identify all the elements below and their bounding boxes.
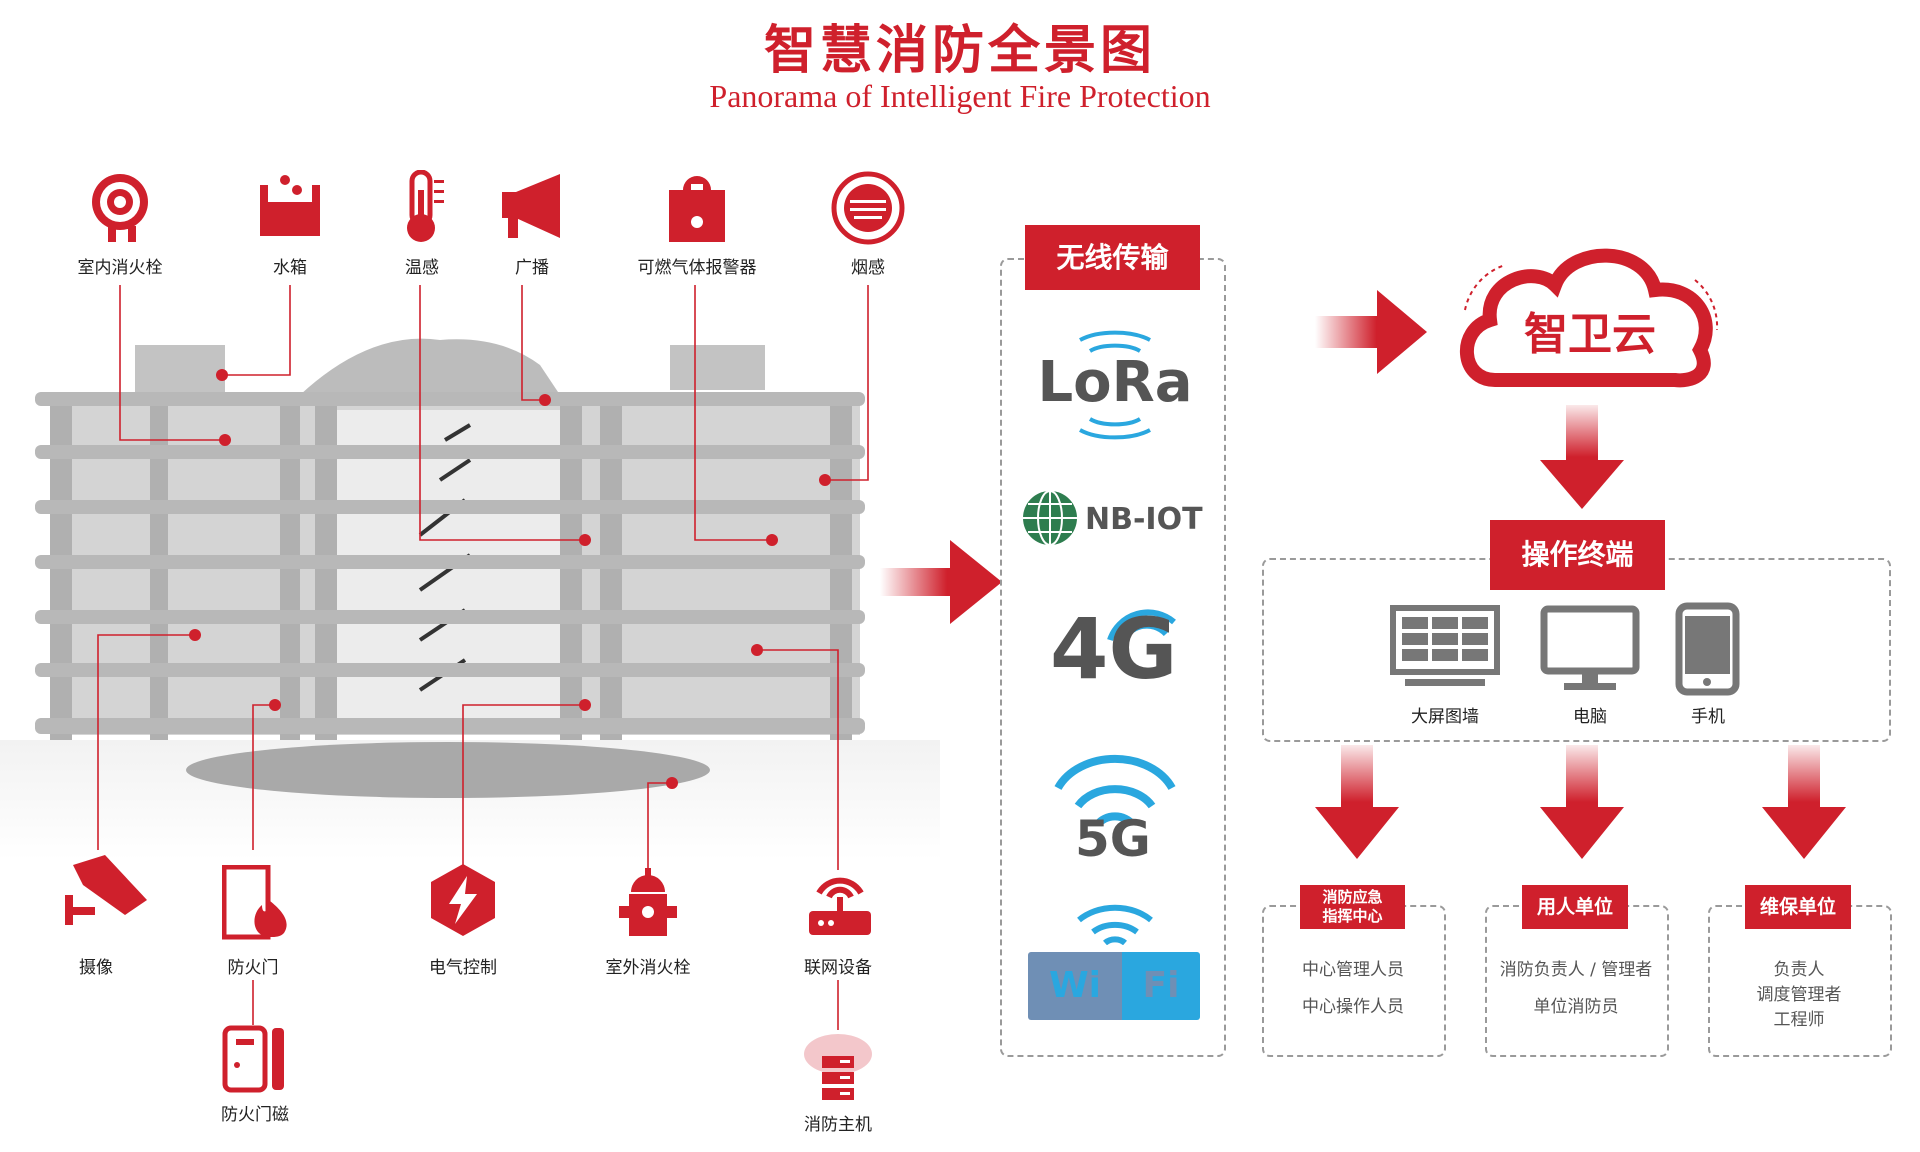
roof-dome — [300, 338, 560, 395]
smoke-detector-icon — [831, 171, 905, 245]
gas-detector-icon — [669, 176, 725, 242]
roof-box-right — [670, 345, 765, 390]
unit-role: 负责人 — [1773, 960, 1825, 980]
wifi-badge-left: Wi — [1028, 952, 1122, 1020]
floor-slabs — [35, 392, 865, 734]
device-label-camera: 摄像 — [79, 958, 113, 978]
wireless-title: 无线传输 — [1025, 225, 1200, 290]
lora-label: LoRa — [1037, 350, 1193, 415]
terminal-label-phone: 手机 — [1691, 707, 1725, 727]
unit-role: 工程师 — [1773, 1010, 1825, 1030]
lightning-icon — [431, 864, 495, 936]
door-magnet-icon — [222, 1025, 284, 1093]
camera-icon — [65, 855, 147, 925]
unit-title-maintenance: 维保单位 — [1745, 885, 1851, 929]
arrow-down-icon — [1540, 745, 1624, 859]
device-label-network: 联网设备 — [804, 958, 872, 978]
roof-tank — [135, 345, 225, 395]
unit-role: 中心操作人员 — [1302, 997, 1404, 1017]
arrow-down-icon — [1315, 745, 1399, 859]
device-label-water-tank: 水箱 — [273, 258, 307, 278]
thermometer-icon — [407, 170, 444, 242]
leader-dots — [189, 369, 831, 789]
device-label-outdoor-hydrant: 室外消火栓 — [605, 958, 691, 978]
hose-reel-icon — [92, 174, 148, 242]
5g-label: 5G — [1075, 810, 1151, 868]
arrow-right-icon — [880, 540, 1002, 624]
wifi-badge-right: Fi — [1122, 952, 1200, 1020]
cloud-icon — [1459, 248, 1719, 388]
device-label-fire-door: 防火门 — [227, 958, 279, 978]
unit-role: 单位消防员 — [1533, 997, 1619, 1017]
water-tank-icon — [260, 175, 320, 236]
device-label-indoor-hydrant: 室内消火栓 — [77, 258, 163, 278]
device-label-door-magnet: 防火门磁 — [221, 1105, 289, 1125]
unit-title-command-center: 消防应急 指挥中心 — [1300, 885, 1405, 929]
arrow-to-cloud-icon — [1315, 290, 1427, 374]
unit-role: 消防负责人 / 管理者 — [1499, 960, 1653, 980]
page-subtitle: Panorama of Intelligent Fire Protection — [709, 78, 1211, 114]
device-label-gas-detector: 可燃气体报警器 — [637, 258, 757, 278]
leader-lines — [97, 285, 869, 1030]
arrow-down-icon — [1540, 405, 1624, 509]
unit-title-employer: 用人单位 — [1522, 885, 1628, 929]
wifi-icon — [1077, 904, 1153, 945]
nbiot-label: NB-IOT — [1085, 502, 1203, 537]
arrow-down-icon — [1762, 745, 1846, 859]
page-title: 智慧消防全景图 — [763, 20, 1156, 81]
wifi-badge: Wi Fi — [1028, 952, 1200, 1020]
computer-icon — [1540, 605, 1640, 690]
terminal-label-pc: 电脑 — [1573, 707, 1607, 727]
fire-host-icon — [804, 1034, 872, 1100]
device-label-temp-sensor: 温感 — [405, 258, 439, 278]
fire-door-icon — [222, 865, 287, 940]
signal-4g-icon — [1107, 609, 1176, 646]
building-diagram — [0, 285, 940, 1030]
unit-role: 调度管理者 — [1756, 985, 1842, 1005]
device-label-electrical: 电气控制 — [429, 958, 497, 978]
unit-role: 中心管理人员 — [1302, 960, 1404, 980]
outdoor-hydrant-icon — [619, 868, 677, 936]
phone-icon — [1675, 602, 1740, 696]
cloud-label: 智卫云 — [1524, 309, 1656, 360]
lora-logo — [1079, 330, 1151, 440]
terminal-title: 操作终端 — [1490, 520, 1665, 590]
device-label-broadcast: 广播 — [515, 258, 549, 278]
globe-icon — [1023, 490, 1077, 546]
router-icon — [809, 877, 871, 935]
device-label-smoke-sensor: 烟感 — [851, 258, 885, 278]
building-base — [186, 742, 710, 798]
terminal-label-wall: 大屏图墙 — [1411, 707, 1479, 727]
video-wall-icon — [1390, 605, 1500, 686]
megaphone-icon — [502, 174, 560, 238]
signal-5g-icon — [1054, 754, 1176, 827]
device-label-fire-host: 消防主机 — [804, 1115, 872, 1135]
4g-label: 4G — [1050, 600, 1178, 698]
